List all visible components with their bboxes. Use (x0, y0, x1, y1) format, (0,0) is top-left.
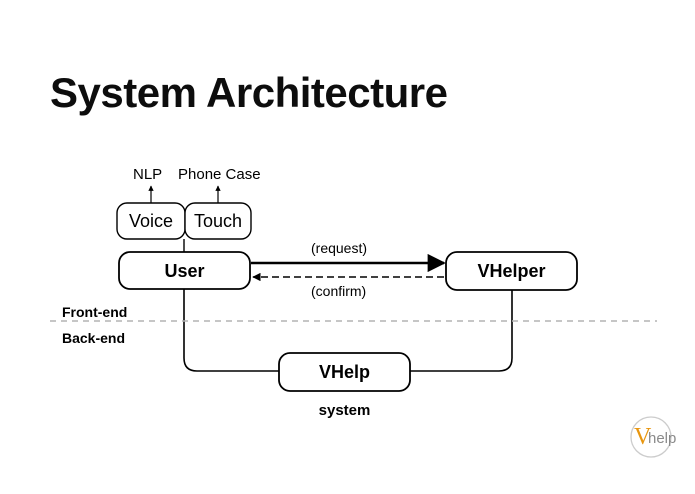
page-title: System Architecture (50, 69, 448, 116)
annotation-nlp: NLP (133, 166, 163, 183)
vhelp-logo: V help (626, 412, 678, 464)
edge-label-confirm: (confirm) (311, 283, 367, 299)
node-vhelp-label: VHelp (318, 362, 370, 382)
node-vhelper-label: VHelper (477, 261, 546, 281)
node-touch[interactable] (184, 202, 252, 240)
connector-vhelper-to-vhelp (410, 290, 513, 372)
node-voice-label: Voice (128, 211, 174, 231)
diagram-caption: system (318, 402, 371, 419)
node-vhelp[interactable] (278, 352, 411, 392)
edge-label-request: (request) (311, 240, 368, 256)
node-user[interactable] (118, 251, 251, 290)
node-vhelper[interactable] (445, 251, 578, 291)
logo-v-mark: V (634, 424, 652, 450)
logo-wordmark: help (648, 430, 677, 447)
connector-user-to-vhelp (183, 289, 279, 372)
layer-label-front-end: Front-end (62, 304, 128, 320)
node-touch-label: Touch (193, 211, 243, 231)
layer-label-back-end: Back-end (62, 330, 126, 346)
logo-circle (630, 416, 672, 458)
annotation-phone-case: Phone Case (178, 166, 261, 183)
node-user-label: User (164, 261, 205, 281)
